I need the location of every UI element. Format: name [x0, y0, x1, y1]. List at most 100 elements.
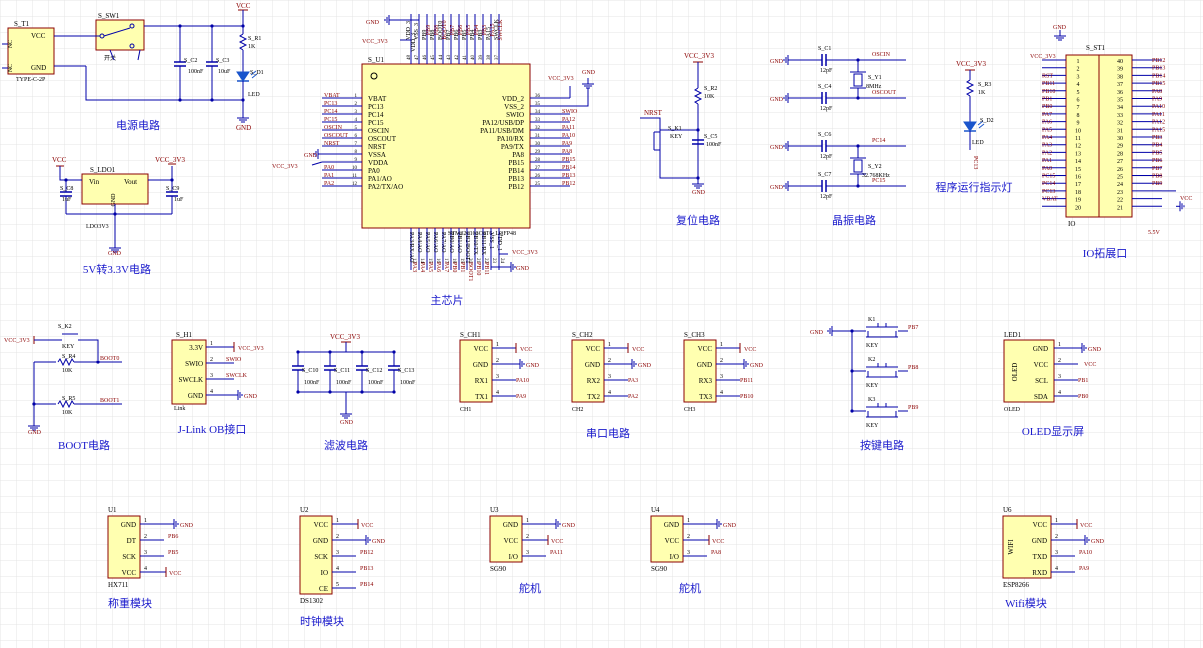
net-label: PB5 [168, 550, 178, 556]
pin-name: GND [473, 361, 488, 369]
net-gnd: GND [28, 430, 42, 436]
net-vcc: VCC [52, 156, 67, 164]
net-label: PB9 [1152, 181, 1162, 187]
net-lead [311, 161, 323, 166]
pin-name: PA9/TX [501, 143, 524, 151]
junction-dot [296, 390, 300, 394]
val-c5: 100nF [706, 142, 722, 148]
net-label: PB14 [360, 582, 373, 588]
wire [570, 88, 589, 107]
net-label: PB0 [1042, 104, 1052, 110]
led-arrow [250, 70, 257, 76]
ref-oled: LED1 [1004, 331, 1022, 339]
val-cap: 100nF [336, 380, 352, 386]
pin-number: 37 [1117, 82, 1123, 88]
net-vcc3: VCC_3V3 [1030, 54, 1056, 60]
section-title-reset: 复位电路 [676, 213, 720, 227]
section-title-servo1: 舵机 [519, 581, 541, 595]
pin-number: 3 [526, 550, 529, 556]
pin-name: DT [127, 537, 137, 545]
led-arrow [977, 120, 984, 126]
val-d1: LED [248, 92, 260, 98]
pin-name: GND [313, 537, 328, 545]
pin-number: 3 [1055, 550, 1058, 556]
section-title-jlink: J-Link OB接口 [178, 423, 247, 436]
pin-number: 44 [439, 55, 444, 61]
pin-number: 31 [1117, 128, 1123, 134]
pin-number: 4 [608, 390, 611, 396]
net-label: OSCIN [872, 52, 891, 58]
net-label: PB0 [1078, 394, 1088, 400]
pin-number: 19 [1075, 198, 1081, 204]
val-r5: 10K [62, 410, 73, 416]
pin-number: 5 [1077, 90, 1080, 96]
pin-name: GND [1032, 537, 1047, 545]
uart-part: CH2 [572, 407, 583, 413]
val-d2: LED [972, 140, 984, 146]
module-ref: U6 [1003, 506, 1012, 514]
pin-name-top: PB3 [478, 30, 484, 40]
net-label-vcc: VCC [1080, 523, 1092, 529]
pin-name-bottom: PA7/AO [440, 232, 446, 253]
pin-number: 35 [1117, 98, 1123, 104]
pin-name: PA0 [368, 167, 380, 175]
pin-name: VCC [122, 569, 137, 577]
ref-t1: S_T1 [14, 20, 30, 28]
pin-name: IO [321, 569, 328, 577]
wire [490, 228, 507, 268]
pin-name-bottom: PB1/AO [456, 232, 462, 253]
pin-name: RX3 [699, 377, 713, 385]
switch-label: 开关 [104, 54, 116, 62]
net-vcc: VCC [1180, 196, 1192, 202]
ref-r5: S_R5 [62, 396, 75, 402]
net-label: OSCOUT [324, 133, 348, 139]
pin-name: TX2 [587, 393, 600, 401]
module-ref: U4 [651, 506, 660, 514]
wire [393, 14, 420, 21]
net-label: PA1 [324, 173, 334, 179]
key-val: KEY [866, 383, 879, 389]
net-label: PA15 [490, 23, 496, 36]
pin-name: PC15 [368, 119, 384, 127]
junction-dot [856, 184, 860, 188]
net-pc13: PC13 [972, 156, 978, 169]
net-vcc: VCC [632, 347, 644, 353]
pin-name-top: VDD_3 [406, 21, 412, 40]
pin-vout: Vout [124, 178, 137, 186]
wire [109, 49, 115, 61]
pin-name: VCC [1033, 521, 1048, 529]
section-title-mcu: 主芯片 [431, 293, 464, 307]
pin-name: CE [319, 585, 328, 593]
net-gnd: GND [516, 266, 530, 272]
pin-number: 16 [435, 258, 440, 264]
pin-name: PC14 [368, 111, 384, 119]
net-vcc3: VCC_3V3 [330, 333, 360, 341]
junction-dot [392, 390, 396, 394]
uart-part: CH1 [460, 407, 471, 413]
pin-number: 4 [336, 566, 339, 572]
pin-name: GND [697, 361, 712, 369]
wire [498, 228, 508, 255]
junction-dot [856, 144, 860, 148]
module-part: HX711 [108, 581, 129, 589]
pin-name: PA12/USB/DP [482, 119, 524, 127]
wire [659, 160, 698, 179]
mcu-part: STM32F103C8T6_LQFP48 [448, 231, 516, 237]
ref-uart: S_CH1 [460, 331, 481, 339]
pin-number: 5 [355, 126, 358, 131]
pin-number: 31 [535, 134, 541, 139]
pin-name: VCC [474, 345, 489, 353]
pin-number: 2 [1058, 358, 1061, 364]
pin-number: 8 [355, 150, 358, 155]
net-label: PB7 [1152, 166, 1162, 172]
net-label: PB12 [562, 181, 575, 187]
pin-number: 2 [336, 534, 339, 540]
led-arrow [251, 73, 258, 79]
net-vcc3: VCC_3V3 [512, 250, 538, 256]
pin-number: 3 [720, 374, 723, 380]
junction-dot [296, 350, 300, 354]
net-label: PA15 [1152, 127, 1165, 133]
pin-number: 34 [535, 110, 541, 115]
net-label-gnd: GND [1091, 539, 1105, 545]
